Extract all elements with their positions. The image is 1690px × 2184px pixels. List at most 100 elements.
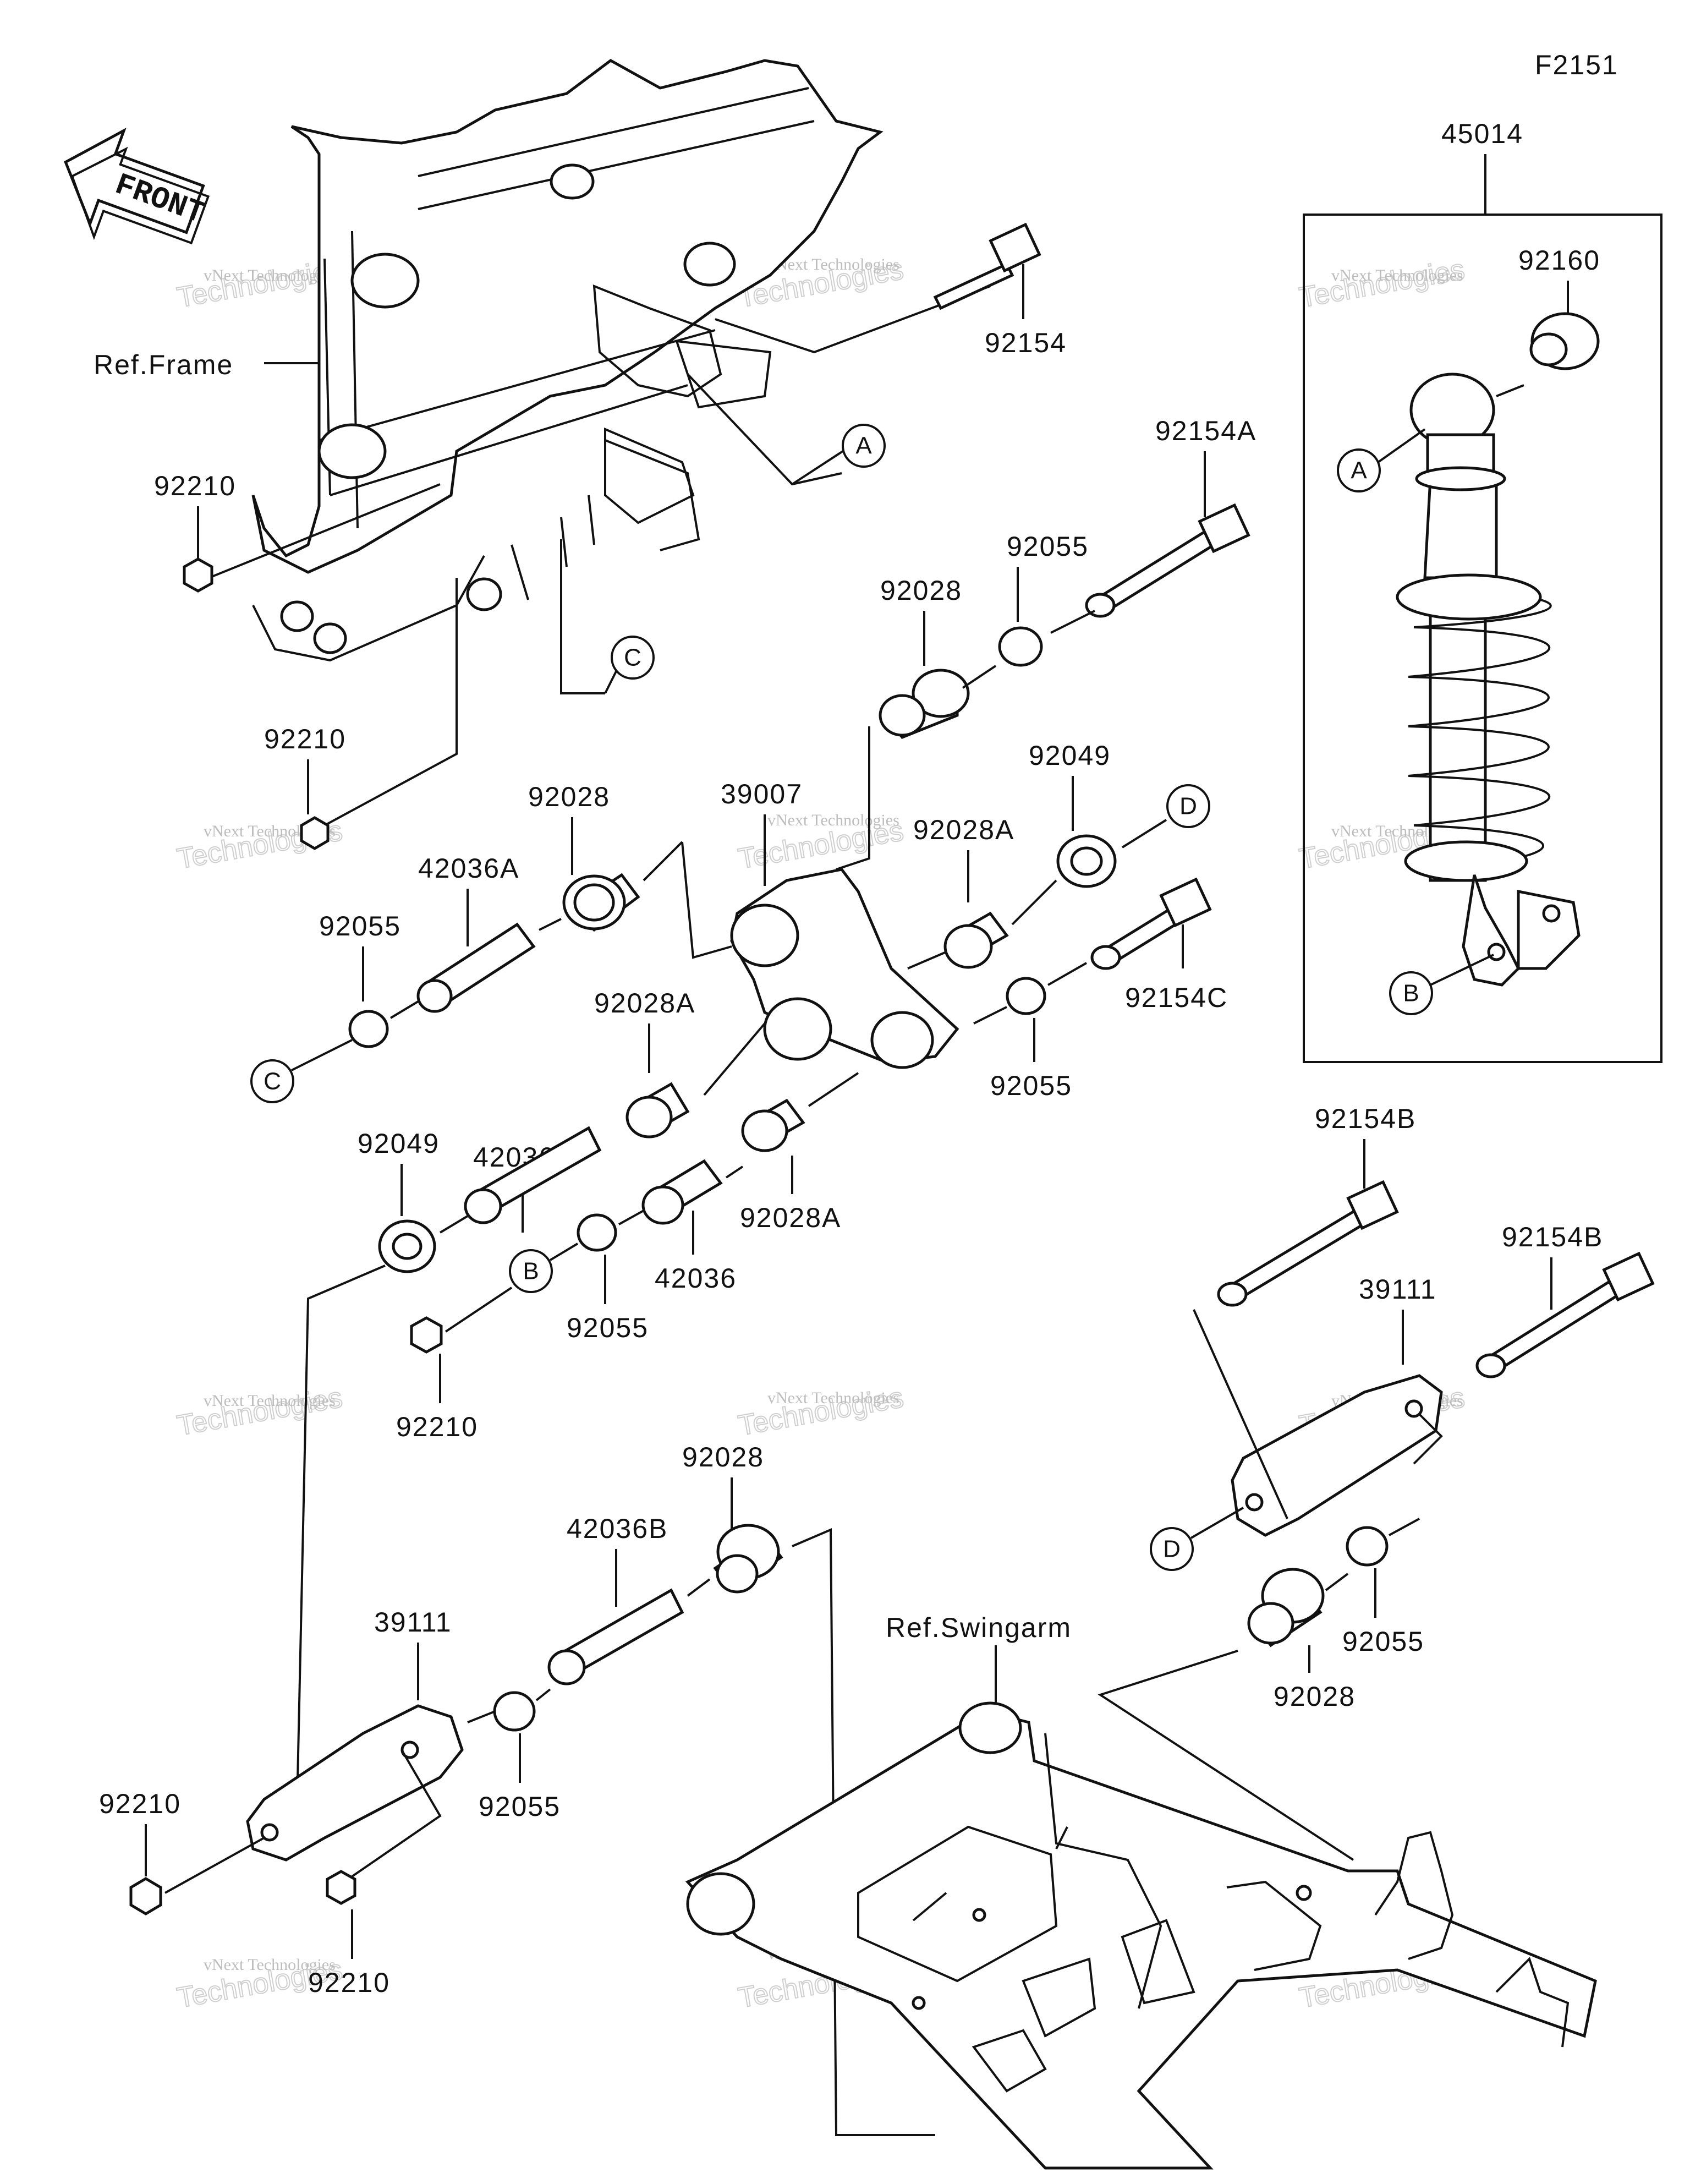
callout-a: A <box>842 424 886 468</box>
bushing-92028A <box>625 1082 690 1138</box>
bushing-92028A <box>943 911 1009 969</box>
part-label: 92154B <box>1502 1222 1603 1252</box>
oring-92055 <box>1006 977 1046 1015</box>
part-label: 39111 <box>1359 1274 1437 1305</box>
leader-line <box>291 1039 353 1071</box>
part-label: 92028A <box>594 988 695 1019</box>
part-label: 92210 <box>396 1411 478 1442</box>
leader-line <box>681 841 732 959</box>
watermark-text: vNext Technologies <box>204 1392 336 1410</box>
part-label: 92049 <box>358 1128 440 1159</box>
callout-b: B <box>509 1249 553 1293</box>
leader-line <box>208 483 441 579</box>
leader-line <box>604 671 617 694</box>
leader-line <box>439 1215 469 1234</box>
leader-line <box>445 1287 513 1333</box>
bushing-92160 <box>1529 312 1600 370</box>
washer-92049 <box>378 1219 436 1273</box>
part-label: 42036A <box>418 853 519 884</box>
leader-line <box>535 1688 551 1701</box>
part-label: 92028 <box>880 575 962 606</box>
svg-text:A: A <box>1351 457 1367 484</box>
front-arrow-icon: FRONT <box>64 128 210 245</box>
frame-drawing <box>251 59 884 662</box>
part-label: 42036B <box>567 1513 668 1544</box>
bushing-92028 <box>562 873 640 932</box>
svg-text:C: C <box>624 644 641 671</box>
leader-line <box>549 1242 579 1261</box>
callout-d: D <box>1150 1527 1194 1571</box>
part-label: 45014 <box>1441 118 1523 149</box>
watermark-text: Technologies <box>175 1382 345 1442</box>
svg-text:A: A <box>855 433 872 459</box>
part-label: 92210 <box>99 1788 181 1819</box>
oring-92055 <box>577 1213 617 1252</box>
leader-line <box>725 1165 744 1179</box>
part-label: 92055 <box>567 1312 649 1343</box>
watermark-text: vNext Technologies <box>1331 266 1463 284</box>
tie-rod-39111 <box>1231 1374 1443 1537</box>
part-label: 39007 <box>721 779 803 809</box>
leader-line <box>324 578 458 826</box>
leader-line <box>560 539 605 694</box>
bushing-92028 <box>713 1524 783 1594</box>
part-label: 92210 <box>264 724 346 754</box>
leader-line <box>389 1000 419 1019</box>
leader-line <box>1011 879 1057 926</box>
leader-line <box>164 1837 265 1894</box>
watermark-text: vNext Technologies <box>767 811 899 829</box>
bushing-92028A <box>741 1098 805 1152</box>
collar-42036B <box>464 1126 602 1224</box>
callout-c: C <box>250 1059 294 1103</box>
figure-code: F2151 <box>1535 50 1618 80</box>
part-label: 92055 <box>319 911 401 942</box>
shock-absorber-box <box>1303 214 1662 1063</box>
svg-text:C: C <box>264 1068 281 1095</box>
leader-line <box>1047 962 1087 986</box>
leader-line <box>1121 819 1167 849</box>
leader-line <box>618 1209 644 1225</box>
bushing-92028 <box>879 669 970 740</box>
part-label: 42036 <box>655 1263 737 1294</box>
part-label: 92028 <box>528 781 610 812</box>
leader-line <box>808 1072 859 1107</box>
leader-line <box>962 665 997 689</box>
leader-line <box>791 450 844 485</box>
watermark-text: vNext Technologies <box>204 1956 336 1974</box>
callout-a: A <box>1337 448 1381 492</box>
link-39007 <box>730 868 959 1069</box>
leader-line <box>973 1006 1007 1025</box>
watermark-text: vNext Technologies <box>767 255 899 273</box>
part-label: 39111 <box>374 1607 452 1638</box>
nut-92210 <box>183 557 213 593</box>
leader-line <box>467 1710 496 1723</box>
callout-c: C <box>611 636 655 680</box>
svg-text:B: B <box>1403 980 1419 1007</box>
watermark-text: vNext Technologies <box>204 266 336 284</box>
leader-line <box>1496 384 1524 397</box>
part-label: 92160 <box>1518 245 1600 276</box>
oring-92055 <box>493 1691 536 1732</box>
leader-line <box>351 1749 442 1878</box>
svg-text:B: B <box>523 1258 539 1285</box>
part-label: 92028 <box>1274 1681 1356 1712</box>
nut-92210 <box>410 1316 443 1354</box>
watermark-text: vNext Technologies <box>767 1389 899 1407</box>
part-label: 92049 <box>1029 740 1111 771</box>
part-label: 92154A <box>1155 415 1256 446</box>
leader-line <box>1050 610 1095 634</box>
oring-92055 <box>348 1010 389 1048</box>
oring-92055 <box>998 626 1043 667</box>
leader-line <box>687 1578 711 1597</box>
oring-92055 <box>1346 1526 1389 1567</box>
leader-line <box>643 841 683 882</box>
part-label: 92210 <box>154 470 236 501</box>
leader-line <box>715 285 991 354</box>
leader-line <box>296 1265 386 1805</box>
ref-frame-label: Ref.Frame <box>94 349 233 380</box>
callout-d: D <box>1166 784 1210 828</box>
part-label: 92028A <box>913 814 1014 845</box>
tie-rod-39111 <box>246 1704 464 1862</box>
